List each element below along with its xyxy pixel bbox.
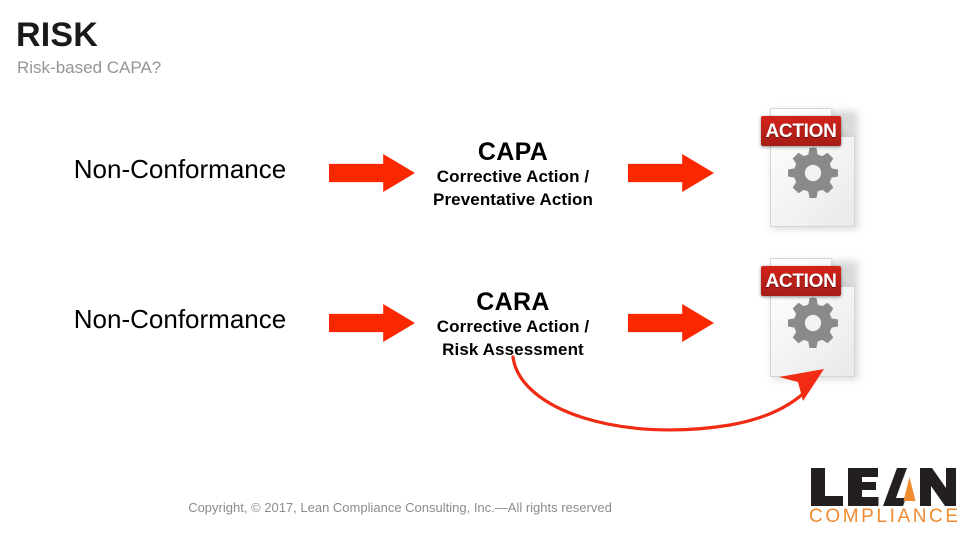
stage-line-1: Corrective Action / <box>436 317 590 336</box>
status-banner: ACTION <box>761 266 841 296</box>
stage-line-1: Corrective Action / <box>436 167 590 186</box>
copyright-text: Copyright, © 2017, Lean Compliance Consu… <box>188 500 612 515</box>
stage-line-2: Preventative Action <box>433 189 593 209</box>
stage-acronym: CAPA <box>477 138 549 166</box>
action-document-icon: ACTION <box>761 254 862 382</box>
status-banner: ACTION <box>761 116 841 146</box>
stage-line-2: Risk Assessment <box>442 339 584 359</box>
gear-icon <box>788 297 838 348</box>
brand-logo: COMPLIANCE <box>808 466 958 532</box>
action-document-icon: ACTION <box>761 104 862 232</box>
status-banner-label: ACTION <box>765 270 837 292</box>
source-label: Non-Conformance <box>73 154 287 184</box>
page-title: RISK <box>16 16 99 54</box>
gear-icon <box>788 147 838 198</box>
stage-acronym: CARA <box>476 288 550 316</box>
page-subtitle: Risk-based CAPA? <box>17 58 162 77</box>
brand-logo-compliance-label: COMPLIANCE <box>809 506 961 527</box>
right-block-arrow-icon <box>628 304 714 342</box>
stage-block: CARA Corrective Action / Risk Assessment <box>403 288 623 362</box>
curved-feedback-arrow-icon <box>511 355 824 432</box>
flow-row: Non-Conformance CAPA Corrective Action /… <box>0 100 966 250</box>
stage-block: CAPA Corrective Action / Preventative Ac… <box>403 138 623 212</box>
brand-logo-lean-icon <box>811 468 956 506</box>
flow-row: Non-Conformance CARA Corrective Action /… <box>0 250 966 400</box>
status-banner-label: ACTION <box>765 120 837 142</box>
source-label: Non-Conformance <box>73 304 287 334</box>
right-block-arrow-icon <box>628 154 714 192</box>
